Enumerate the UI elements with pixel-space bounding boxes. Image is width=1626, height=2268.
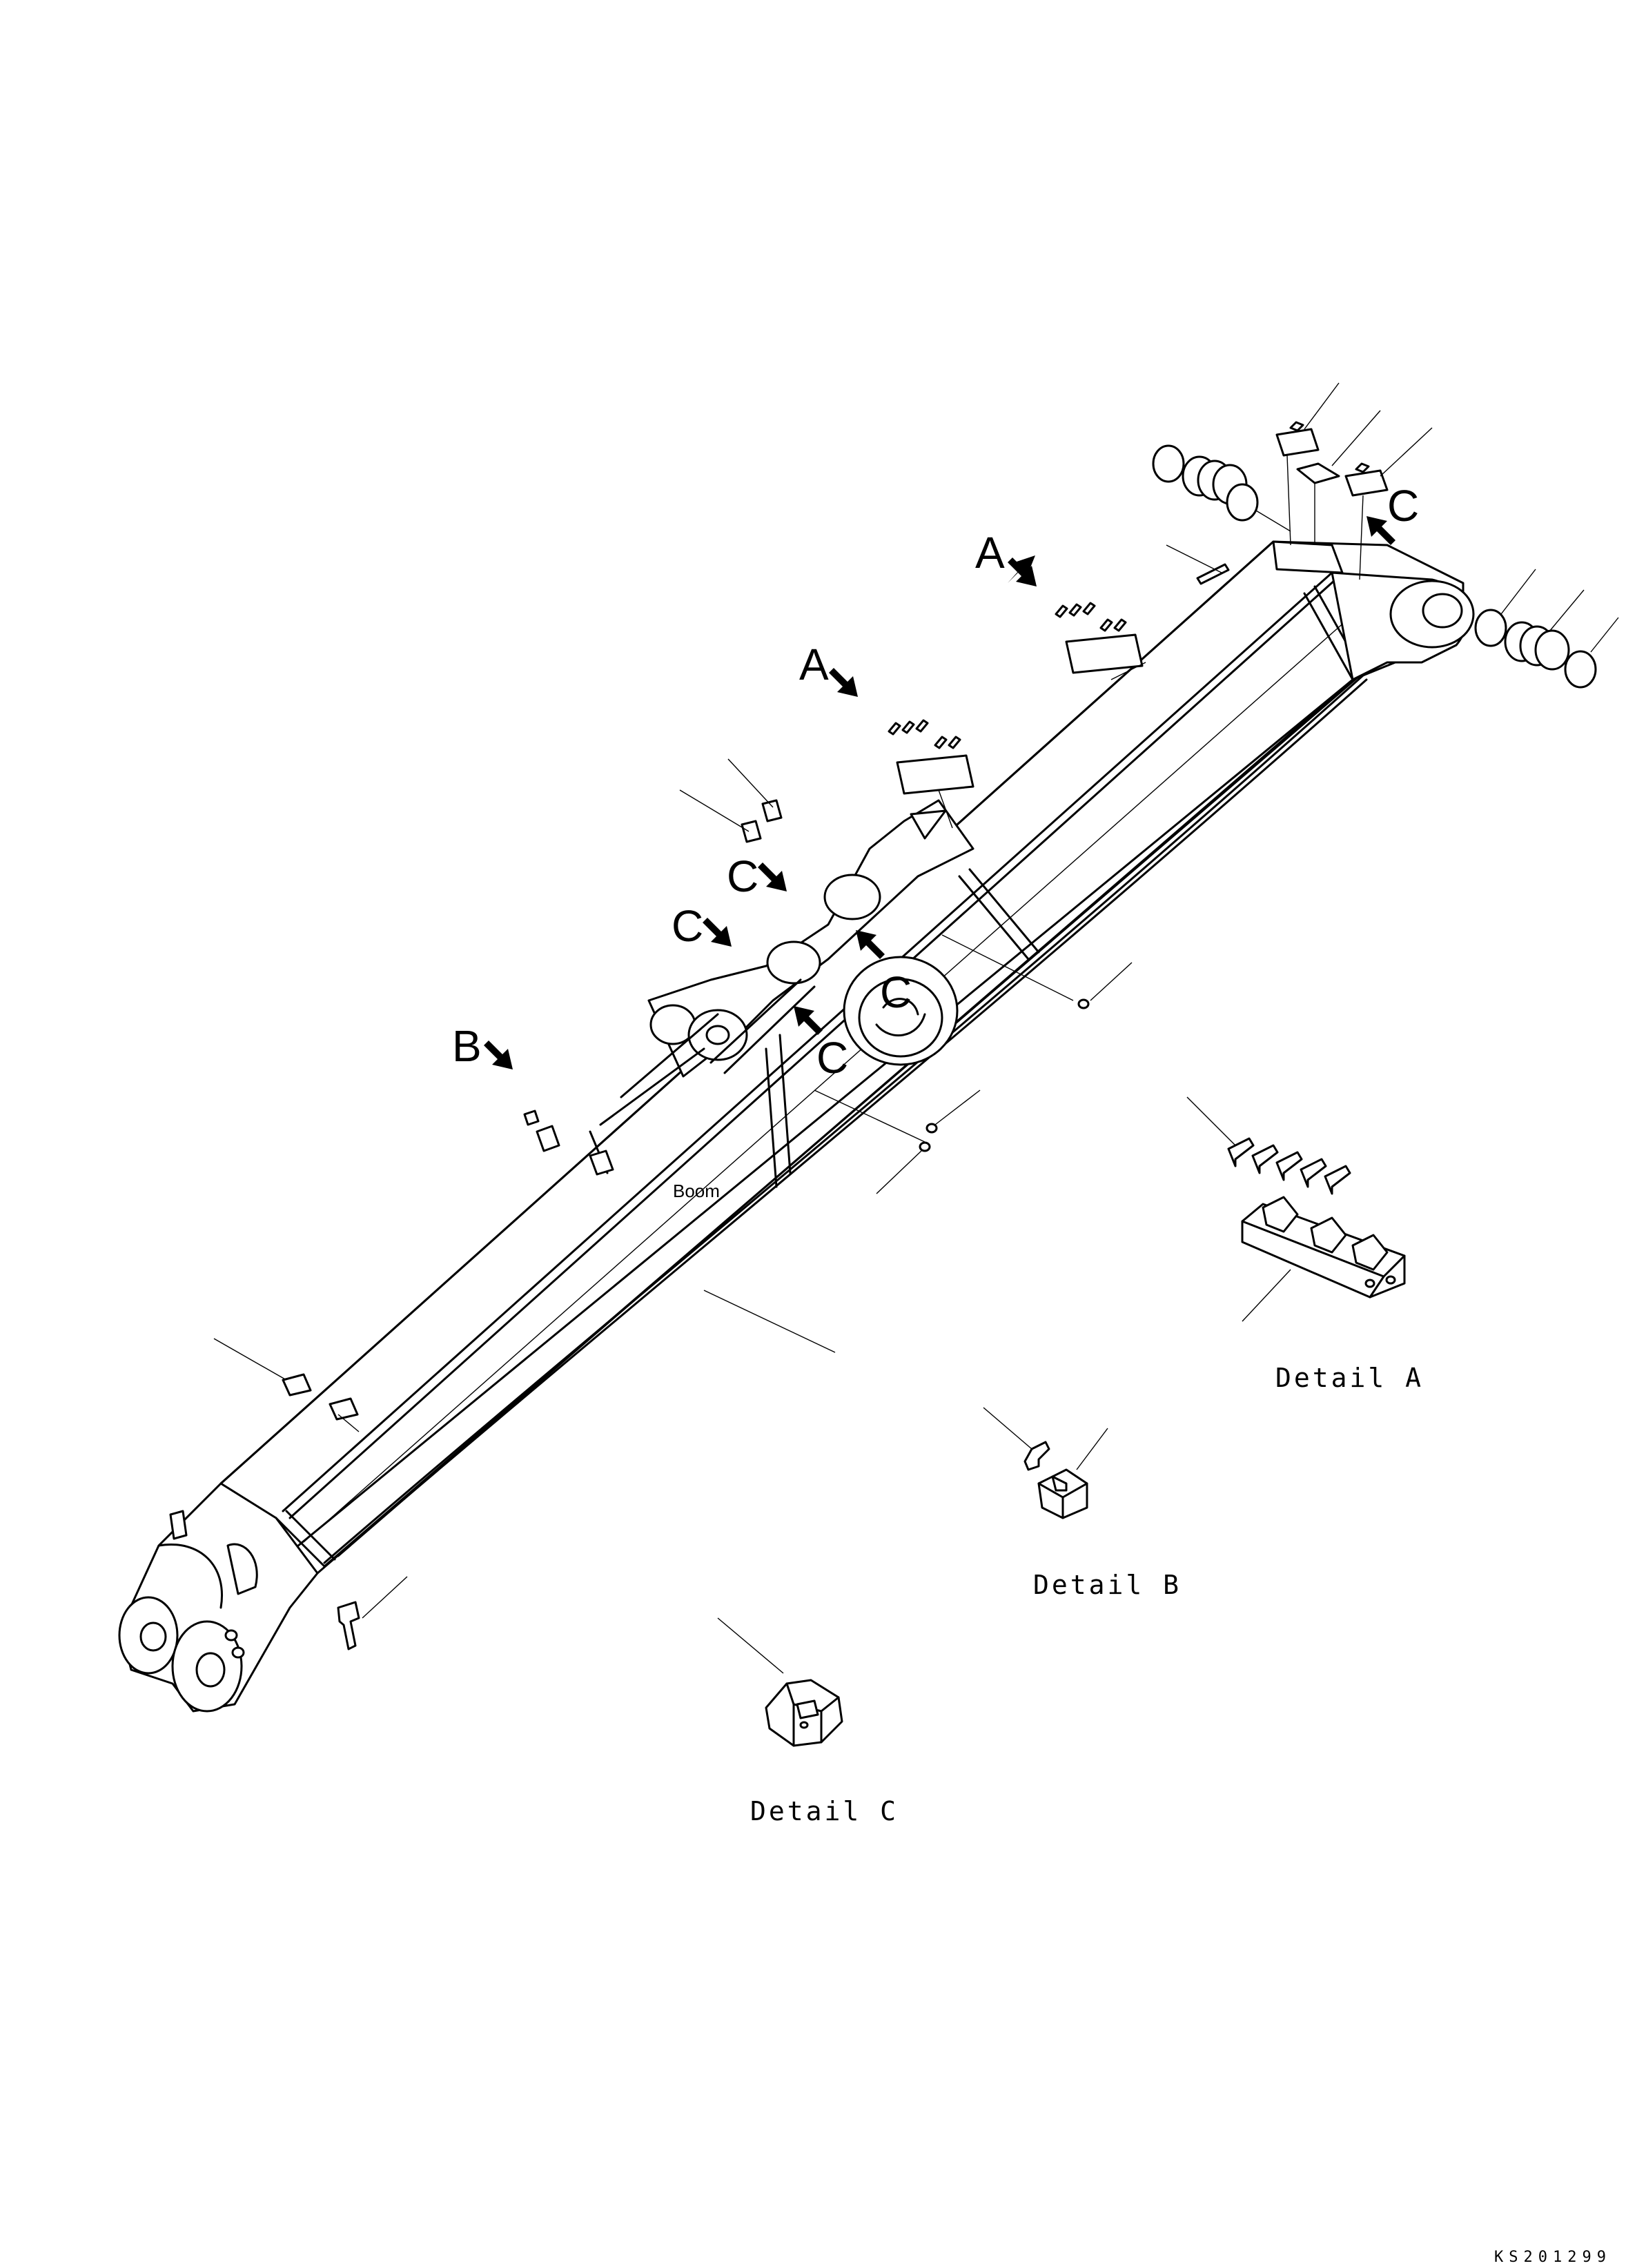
detail-b-bolt xyxy=(1023,1441,1050,1471)
detail-c xyxy=(717,1617,843,1747)
detail-a xyxy=(1186,1096,1406,1322)
detail-a-leader-bolts xyxy=(1186,1096,1236,1146)
label-c-tip: C xyxy=(1387,481,1419,531)
arrow-a-upper-shape xyxy=(1008,558,1037,586)
label-c-lower: C xyxy=(816,1033,848,1083)
detail-a-bolts xyxy=(1227,1137,1351,1195)
arrow-c-3 xyxy=(856,930,885,959)
label-boom: Boom xyxy=(673,1181,720,1201)
label-a-upper: A xyxy=(975,528,1005,578)
arrow-c-2 xyxy=(703,918,732,947)
arrow-b xyxy=(484,1041,513,1069)
label-detail-a: Detail A xyxy=(1275,1363,1424,1393)
boom-body xyxy=(219,540,1465,1575)
label-detail-b: Detail B xyxy=(1033,1570,1182,1600)
arm-cylinder-bracket xyxy=(589,799,974,1174)
arrow-a-lower xyxy=(829,668,858,697)
boom-tip-bracket xyxy=(1331,571,1475,681)
arrow-c-4 xyxy=(794,1006,823,1035)
detail-a-clamp-assembly xyxy=(1241,1196,1406,1299)
drawing-code: KS201299 xyxy=(1494,2249,1612,2266)
hose-clamp-bolts-upper xyxy=(1055,602,1127,632)
tip-pin-parts xyxy=(1152,382,1619,689)
hose-clamp-bolts-lower xyxy=(888,719,961,749)
label-a-lower: A xyxy=(799,640,829,689)
arrow-c-tip xyxy=(1367,516,1395,545)
label-c-boss: C xyxy=(880,967,912,1017)
label-c-bracket-left: C xyxy=(672,901,703,951)
label-c-bracket-upper: C xyxy=(727,851,758,901)
boom-foot-bracket xyxy=(118,1482,319,1713)
boom-mounted-parts xyxy=(169,563,1230,1650)
arrow-c-1 xyxy=(758,862,787,891)
leader-lines xyxy=(213,544,1222,1619)
boom-cylinder-boss xyxy=(843,956,959,1066)
detail-b xyxy=(983,1407,1108,1519)
detail-b-clamp xyxy=(1037,1468,1088,1519)
detail-a-leader-clamp xyxy=(1242,1269,1291,1322)
label-detail-c: Detail C xyxy=(750,1796,899,1826)
label-b: B xyxy=(452,1021,482,1071)
view-arrows xyxy=(484,516,1395,1069)
